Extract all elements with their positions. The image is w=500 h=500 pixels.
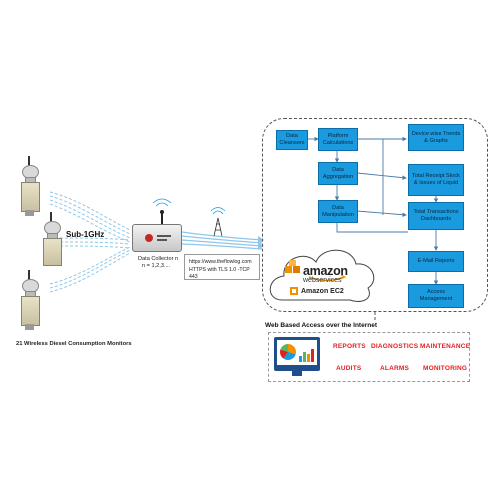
email-reports-box: E-Mail Reports xyxy=(408,251,464,272)
feature-alarms: ALARMS xyxy=(380,365,410,372)
aws-subtext: webservices xyxy=(303,277,342,284)
protocol-tls: HTTPS with TLS 1.0 -TCP 443 xyxy=(189,267,250,280)
total-transactions-box: Total Transactions Dashboards xyxy=(408,202,464,230)
aws-smile-icon xyxy=(308,276,345,282)
aws-wordmark: amazon xyxy=(303,264,348,278)
protocol-url: https://www.theflowlog.com xyxy=(189,259,252,265)
sensor-3 xyxy=(18,270,42,336)
ec2-icon xyxy=(290,287,298,295)
feature-diagnostics: DIAGNOSTICS xyxy=(371,343,419,350)
feature-reports: REPORTS xyxy=(333,343,366,350)
cloud-platform-boundary xyxy=(262,118,488,312)
uplink-arrows xyxy=(258,236,264,250)
collector-label-1: Data Collector n xyxy=(138,256,179,262)
data-cleansers-box: Data Cleansers xyxy=(276,130,308,150)
pie-chart-icon xyxy=(280,344,296,360)
web-access-title: Web Based Access over the Internet xyxy=(265,322,377,329)
cell-tower-icon xyxy=(210,207,226,237)
aws-cubes-icon xyxy=(285,260,300,273)
data-collector-device xyxy=(132,224,182,252)
monitor-icon xyxy=(274,337,320,376)
collector-label-2: n = 1,2,3.... xyxy=(142,263,171,269)
protocol-box: https://www.theflowlog.com HTTPS with TL… xyxy=(184,254,260,280)
ec2-label: Amazon EC2 xyxy=(301,288,344,295)
access-management-box: Access Management xyxy=(408,284,464,308)
collector-logo-icon xyxy=(145,234,153,242)
sensor-1 xyxy=(18,156,42,226)
bar-chart-icon xyxy=(299,346,315,362)
total-receipt-box: Total Receipt Stock & Issues of Liquid xyxy=(408,164,464,196)
web-access-panel xyxy=(268,332,470,382)
data-manipulation-box: Data Manipulation xyxy=(318,200,358,223)
collector-antenna xyxy=(152,198,172,224)
data-aggregation-box: Data Aggregation xyxy=(318,162,358,185)
sensors-caption: 21 Wireless Diesel Consumption Monitors xyxy=(16,341,132,347)
sensor-2 xyxy=(40,212,64,282)
device-trends-box: Device wise Trends & Graphs xyxy=(408,124,464,151)
feature-maintenance: MAINTENANCE xyxy=(420,343,471,350)
platform-calculations-box: Platform Calculations xyxy=(318,128,358,151)
platform-flow-arrows xyxy=(308,136,439,285)
band-label: Sub-1GHz xyxy=(66,230,105,239)
uplink-waves xyxy=(181,231,263,250)
wireless-waves xyxy=(49,191,131,293)
feature-monitoring: MONITORING xyxy=(423,365,468,372)
feature-audits: AUDITS xyxy=(336,365,362,372)
